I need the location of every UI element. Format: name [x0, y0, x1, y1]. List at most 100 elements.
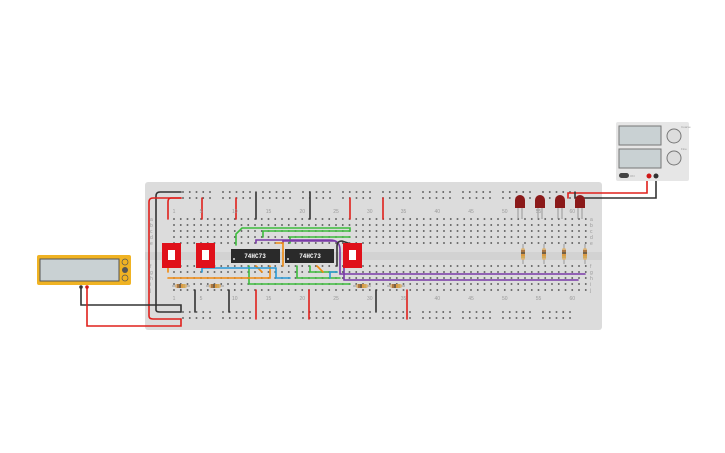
wire[interactable]: [329, 271, 338, 279]
row-label: i: [590, 282, 591, 288]
column-label: 40: [434, 209, 440, 215]
row-label: f: [590, 264, 592, 270]
column-labels: 1155101015152020252530303535404045455050…: [173, 209, 576, 302]
row-label: c: [150, 229, 153, 235]
power-toggle[interactable]: [619, 173, 629, 178]
row-label: h: [150, 276, 153, 282]
resistor[interactable]: [562, 244, 566, 264]
column-label: 5: [200, 296, 203, 302]
column-label: 20: [299, 209, 305, 215]
resistor[interactable]: [542, 244, 546, 264]
column-label: 30: [367, 296, 373, 302]
wire[interactable]: [248, 265, 351, 285]
row-label: i: [150, 282, 151, 288]
column-label: 25: [333, 209, 339, 215]
resistor[interactable]: [583, 244, 587, 264]
resistor[interactable]: [387, 284, 405, 288]
row-label: d: [590, 235, 593, 241]
wire[interactable]: [167, 197, 182, 220]
wire[interactable]: [275, 242, 284, 267]
wire[interactable]: [148, 197, 182, 320]
column-label: 1: [173, 209, 176, 215]
column-label: 60: [569, 209, 575, 215]
column-label: 5: [200, 209, 203, 215]
row-label: e: [150, 241, 153, 247]
slide-switch-2[interactable]: [196, 243, 215, 268]
led-red[interactable]: [515, 195, 525, 219]
probe-red[interactable]: [85, 285, 89, 289]
slide-switch-1[interactable]: [162, 243, 181, 268]
resistor[interactable]: [353, 284, 371, 288]
negative-terminal[interactable]: [653, 173, 659, 179]
breadboard-holes: [173, 191, 587, 319]
row-label: b: [150, 223, 153, 229]
wire[interactable]: [167, 265, 271, 279]
wire[interactable]: [316, 265, 324, 273]
current-knob[interactable]: [666, 150, 682, 166]
wire[interactable]: [86, 286, 182, 327]
column-label: 15: [266, 296, 272, 302]
wire[interactable]: [343, 267, 579, 281]
column-label: 30: [367, 209, 373, 215]
column-label: 40: [434, 296, 440, 302]
column-label: 45: [468, 209, 474, 215]
wire[interactable]: [80, 286, 182, 313]
column-label: 25: [333, 296, 339, 302]
wire[interactable]: [155, 191, 182, 313]
resistor[interactable]: [206, 284, 224, 288]
column-label: 55: [536, 209, 542, 215]
chip-74hc73-2[interactable]: 74HC73: [285, 249, 334, 263]
voltage-knob[interactable]: [666, 128, 682, 144]
mode-voltmeter[interactable]: [122, 267, 128, 273]
column-label: 1: [173, 296, 176, 302]
wire[interactable]: [567, 175, 648, 199]
row-label: h: [590, 276, 593, 282]
wire[interactable]: [336, 240, 349, 267]
power-supply[interactable]: Coarse Fine ON: [616, 122, 691, 181]
multimeter[interactable]: [37, 255, 131, 289]
row-label: d: [150, 235, 153, 241]
wire[interactable]: [309, 265, 338, 273]
wire[interactable]: [262, 230, 351, 238]
row-label: j: [149, 288, 151, 294]
row-label: g: [150, 270, 153, 276]
slide-switch-3[interactable]: [343, 243, 362, 268]
column-label: 10: [232, 296, 238, 302]
resistor[interactable]: [521, 244, 525, 264]
led-red[interactable]: [535, 195, 545, 219]
column-label: 50: [502, 209, 508, 215]
knob-label: Fine: [681, 147, 687, 151]
wire[interactable]: [275, 267, 291, 279]
resistor[interactable]: [172, 284, 190, 288]
column-label: 55: [536, 296, 542, 302]
row-label: e: [590, 241, 593, 247]
row-label: a: [150, 217, 153, 223]
leds[interactable]: [515, 195, 585, 219]
chip-label: 74HC73: [244, 253, 266, 260]
mode-ohmmeter[interactable]: [121, 274, 129, 282]
column-label: 35: [401, 296, 407, 302]
wire[interactable]: [255, 265, 263, 273]
column-label: 45: [468, 296, 474, 302]
column-label: 60: [569, 296, 575, 302]
row-label: c: [590, 229, 593, 235]
wires[interactable]: [80, 175, 657, 327]
on-label: ON: [630, 174, 635, 178]
positive-terminal[interactable]: [646, 173, 652, 179]
resistors[interactable]: [172, 244, 587, 288]
wire[interactable]: [574, 175, 657, 199]
row-label: a: [590, 217, 593, 223]
column-label: 20: [299, 296, 305, 302]
led-red[interactable]: [575, 195, 585, 219]
chip-74hc73-1[interactable]: 74HC73: [231, 249, 280, 263]
probe-black[interactable]: [79, 285, 83, 289]
column-label: 50: [502, 296, 508, 302]
wire[interactable]: [235, 227, 351, 246]
mode-ammeter[interactable]: [121, 258, 129, 266]
row-label: f: [150, 264, 152, 270]
wire[interactable]: [296, 265, 341, 279]
led-red[interactable]: [555, 195, 565, 219]
column-label: 35: [401, 209, 407, 215]
